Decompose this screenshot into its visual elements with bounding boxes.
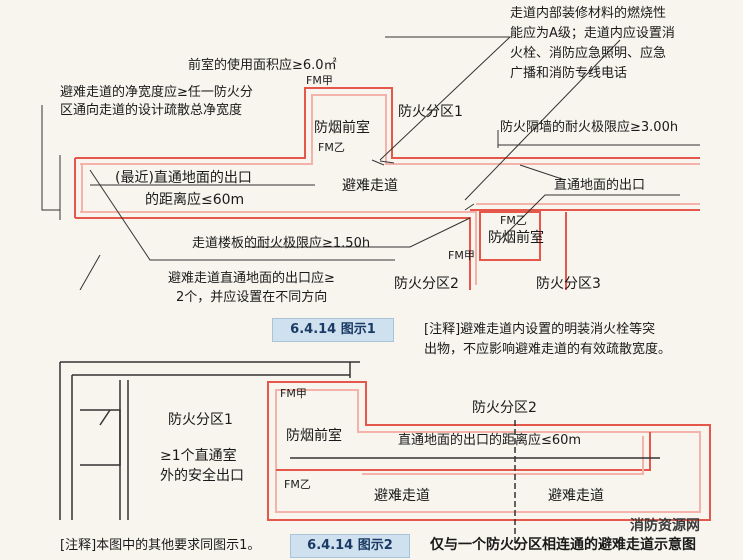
width-rule-line-1: 避难走道的净宽度应≥任一防火分 [60, 85, 253, 100]
fig2-fm-b-label: FM乙 [284, 478, 311, 491]
floor-rating-label: 走道楼板的耐火极限应≥1.50h [192, 236, 371, 251]
front-room-area-label: 前室的使用面积应≥6.0㎡ [188, 58, 337, 73]
fig2-distance-label: 直通地面的出口的距离应≤60m [398, 433, 582, 448]
firewall-note-line-4: 广播和消防专线电话 [510, 66, 628, 81]
fm-a-label: FM甲 [306, 74, 333, 87]
smoke-room-2-label: 防烟前室 [488, 230, 544, 246]
diagram2-structure [59, 361, 660, 550]
watermark: 消防资源网 [630, 518, 700, 534]
diagram2-walls [267, 381, 711, 521]
firewall-note-line-3: 火栓、消防应急照明、应急 [510, 46, 667, 61]
smoke-room-1-label: 防烟前室 [314, 120, 370, 136]
firewall-note-line-2: 能应为A级；走道内应设置消 [510, 26, 675, 41]
width-rule-line-2: 区通向走道的设计疏散总净宽度 [60, 103, 243, 118]
fig2-title: 仅与一个防火分区相连通的避难走道示意图 [430, 537, 696, 553]
diagram1-lines [41, 36, 700, 291]
fig2-fm-a-label: FM甲 [280, 387, 307, 400]
fm-b-label: FM乙 [318, 141, 345, 154]
fm-a2-label: FM甲 [448, 249, 475, 262]
fm-b2-label: FM乙 [500, 214, 527, 227]
note-1-line-1: [注释]避难走道内设置的明装消火栓等突 [424, 322, 656, 337]
corridor-label: 避难走道 [342, 178, 398, 194]
distance-line-1: (最近)直通地面的出口 [115, 170, 252, 186]
zone1-label: 防火分区1 [398, 104, 463, 120]
fig2-exit-rule-line-1: ≥1个直通室 [160, 448, 237, 464]
fig2-exit-rule-line-2: 外的安全出口 [160, 468, 244, 484]
zone2-label: 防火分区2 [394, 276, 459, 292]
fig2-zone1-label: 防火分区1 [168, 412, 233, 428]
exit-label: 直通地面的出口 [554, 178, 646, 193]
fig2-zone2-label: 防火分区2 [472, 400, 537, 416]
firewall-note-line-1: 走道内部装修材料的燃烧性 [510, 6, 667, 21]
note-1-line-2: 出物，不应影响避难走道的有效疏散宽度。 [424, 342, 672, 357]
fig2-smoke-room-label: 防烟前室 [286, 428, 342, 444]
firewall-rating-label: 防火隔墙的耐火极限应≥3.00h [500, 120, 679, 135]
zone3-label: 防火分区3 [536, 276, 601, 292]
fig2-note: [注释]本图中的其他要求同图示1。 [60, 538, 261, 553]
distance-line-2: 的距离应≤60m [145, 192, 245, 208]
caption-figure-1: 6.4.14 图示1 [272, 318, 394, 342]
caption-figure-2: 6.4.14 图示2 [290, 534, 410, 558]
exits-rule-line-1: 避难走道直通地面的出口应≥ [168, 271, 335, 286]
fig2-corridor-left-label: 避难走道 [374, 488, 430, 504]
fig2-corridor-right-label: 避难走道 [548, 488, 604, 504]
exits-rule-line-2: 2个，并应设置在不同方向 [176, 290, 328, 305]
